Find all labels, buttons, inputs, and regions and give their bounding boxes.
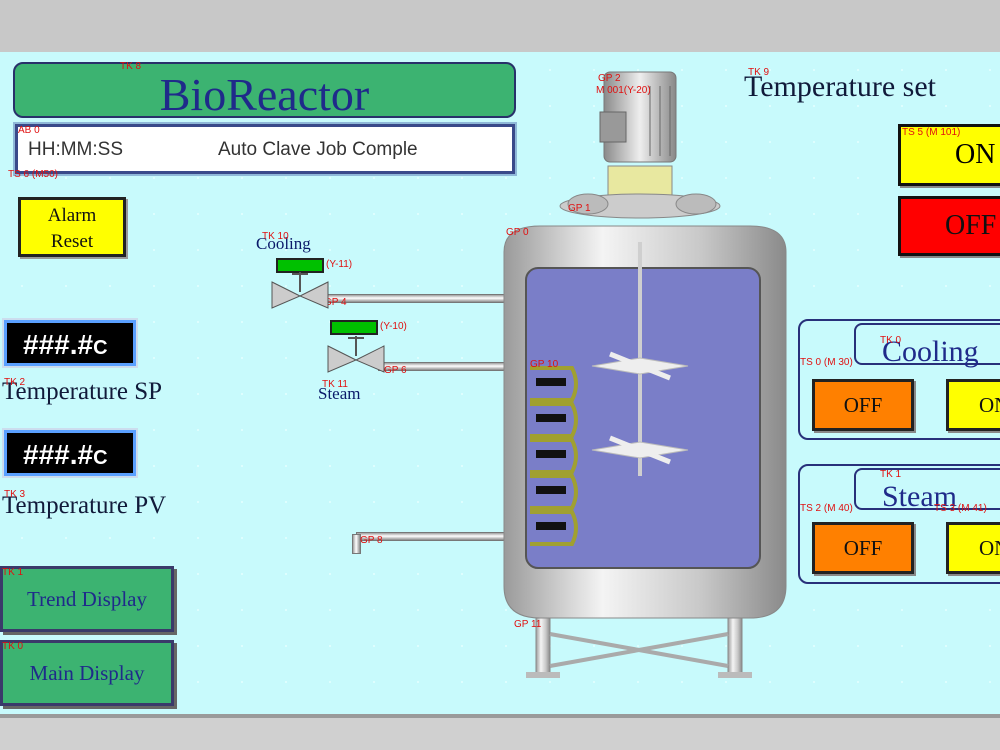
steam-panel-tag: TK 1 — [880, 469, 902, 480]
trend-tag: TK 1 — [2, 567, 24, 578]
cool-valve-tag: TK 10 — [262, 231, 289, 242]
pipe2-tag: GP 6 — [384, 365, 407, 376]
steam-off-button[interactable]: OFF — [812, 522, 914, 574]
temperature-pv-value: ###.#C — [23, 439, 108, 470]
cooling-valve-indicator — [276, 258, 324, 273]
cooling-valve-icon[interactable] — [270, 272, 330, 312]
pipe1-tag: GP 4 — [324, 297, 347, 308]
cooling-control-panel: Cooling OFF ON — [798, 319, 1000, 440]
steam-ind-tag: (Y-10) — [380, 321, 407, 332]
steam-valve-indicator — [330, 320, 378, 335]
temperature-pv-label: Temperature PV — [2, 492, 167, 519]
temperature-sp-label: Temperature SP — [2, 378, 163, 405]
job-status-text: Auto Clave Job Comple — [218, 139, 418, 160]
cooling-valve-label: Cooling — [256, 234, 311, 253]
cooling-panel-title: Cooling — [882, 335, 979, 368]
coil-tag: GP 10 — [530, 359, 559, 370]
pipe3-tag: GP 8 — [360, 535, 383, 546]
alarm-reset-button[interactable]: Alarm Reset — [18, 197, 126, 257]
steam-off-tag: TS 2 (M 40) — [800, 503, 853, 514]
cool-off-tag: TS 0 (M 30) — [800, 357, 853, 368]
on-tag: TS 5 (M 101) — [902, 127, 961, 138]
steam-valve-tag: TK 11 — [322, 379, 348, 390]
drain-pipe-down — [352, 534, 361, 554]
temperature-sp-display[interactable]: ###.#C — [2, 318, 138, 368]
temperature-set-title: Temperature set — [744, 70, 936, 103]
status-tag: AB 0 — [18, 125, 40, 136]
steam-control-panel: Steam OFF ON — [798, 464, 1000, 584]
legs-tag: GP 11 — [514, 619, 542, 630]
main-tag: TK 0 — [2, 641, 24, 652]
clock-display: HH:MM:SS — [28, 139, 123, 160]
main-display-button[interactable]: Main Display — [0, 640, 174, 706]
status-panel: HH:MM:SS Auto Clave Job Comple — [13, 122, 517, 176]
page-title: BioReactor — [159, 69, 370, 120]
top-tag: GP 1 — [568, 203, 591, 214]
cool-ind-tag: (Y-11) — [326, 259, 353, 270]
title-panel: BioReactor — [13, 62, 516, 120]
alarm-tag: TS 6 (M50) — [8, 169, 59, 180]
alarm-reset-line1: Alarm — [47, 205, 97, 226]
steam-valve-label: Steam — [318, 384, 361, 403]
motor-tag: GP 2 — [598, 73, 621, 84]
bottom-bar — [0, 714, 1000, 750]
cooling-pipe — [320, 294, 528, 303]
cooling-off-button[interactable]: OFF — [812, 379, 914, 431]
temperature-set-off-button[interactable]: OFF — [898, 196, 1000, 256]
temperature-set-on-button[interactable]: ON — [898, 124, 1000, 186]
steam-panel-title: Steam — [882, 480, 957, 513]
temperature-sp-value: ###.#C — [23, 329, 108, 360]
bioreactor-vessel-icon — [503, 71, 787, 678]
steam-title-box: Steam — [854, 468, 1000, 513]
title-tag: TK 8 — [120, 61, 142, 72]
trend-display-button[interactable]: Trend Display — [0, 566, 174, 632]
hmi-screen: BioReactor TK 8 HH:MM:SS Auto Clave Job … — [0, 52, 1000, 714]
cooling-title-box: Cooling — [854, 323, 1000, 368]
sp-tag: TK 2 — [4, 377, 26, 388]
temperature-pv-display: ###.#C — [2, 428, 138, 478]
cooling-on-button[interactable]: ON — [946, 379, 1000, 431]
vessel-tag: GP 0 — [506, 227, 529, 238]
temp-set-tag: TK 9 — [748, 67, 770, 78]
cool-panel-tag: TK 0 — [880, 335, 902, 346]
steam-on-tag: TS 3 (M 41) — [934, 503, 987, 514]
pv-tag: TK 3 — [4, 489, 26, 500]
motor-sub-tag: M 001(Y-20) — [596, 85, 651, 96]
alarm-reset-line2: Reset — [50, 231, 94, 252]
steam-on-button[interactable]: ON — [946, 522, 1000, 574]
steam-valve-icon[interactable] — [326, 336, 386, 376]
